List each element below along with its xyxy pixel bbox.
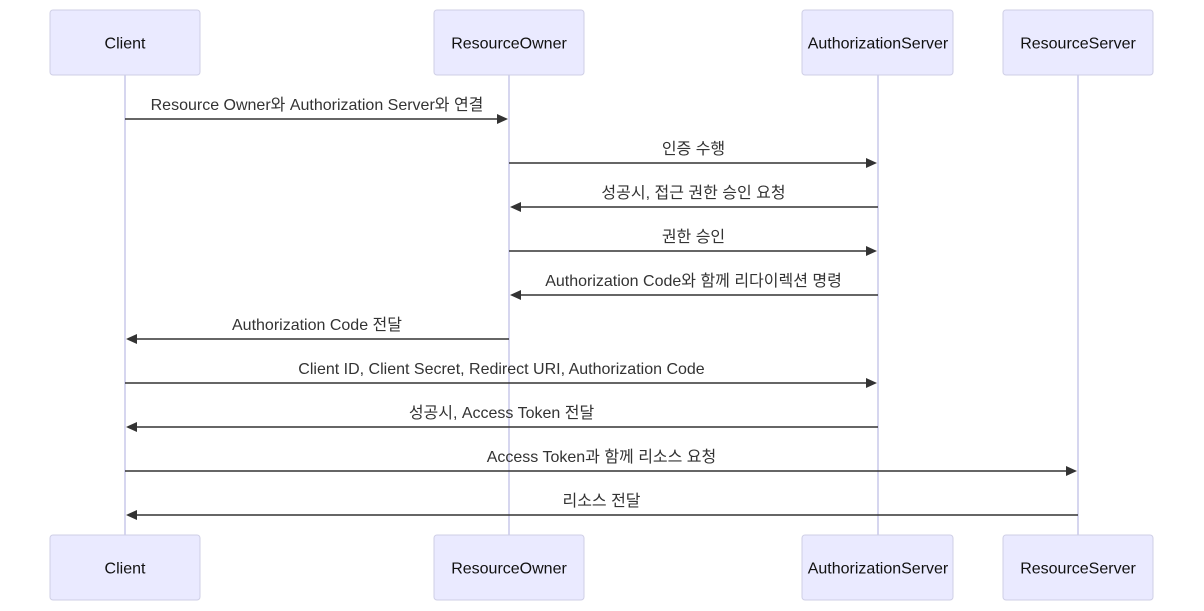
participant-box — [801, 534, 954, 601]
participant-auth-top: AuthorizationServer — [801, 9, 954, 76]
arrowhead-icon — [866, 378, 877, 388]
participant-label: Client — [105, 561, 146, 578]
participant-box — [433, 534, 585, 601]
arrowhead-icon — [126, 334, 137, 344]
lifelines — [124, 75, 1079, 535]
participant-box — [49, 9, 201, 76]
participant-resource-bottom: ResourceServer — [1002, 534, 1154, 601]
participant-box — [433, 9, 585, 76]
messages: Resource Owner와 Authorization Server와 연결… — [125, 96, 1078, 520]
message-label: Authorization Code와 함께 리다이렉션 명령 — [545, 272, 842, 290]
arrowhead-icon — [510, 290, 521, 300]
message-10: 리소스 전달 — [126, 492, 1078, 520]
participant-box — [1002, 9, 1154, 76]
message-6: Authorization Code 전달 — [126, 316, 509, 344]
participant-label: Client — [105, 36, 146, 53]
arrowhead-icon — [497, 114, 508, 124]
arrowhead-icon — [1066, 466, 1077, 476]
message-label: Client ID, Client Secret, Redirect URI, … — [298, 361, 705, 378]
participants-bottom: Client ResourceOwner AuthorizationServer Re… — [49, 534, 1154, 601]
participant-label: ResourceOwner — [451, 36, 567, 53]
participant-resource-top: ResourceServer — [1002, 9, 1154, 76]
message-label: Access Token과 함께 리소스 요청 — [487, 448, 717, 466]
participants-top: Client ResourceOwner AuthorizationServer Re… — [49, 9, 1154, 76]
participant-box — [1002, 534, 1154, 601]
message-4: 권한 승인 — [509, 228, 877, 256]
message-3: 성공시, 접근 권한 승인 요청 — [510, 184, 878, 212]
message-label: 성공시, 접근 권한 승인 요청 — [601, 184, 785, 202]
participant-label: AuthorizationServer — [808, 36, 949, 53]
message-label: Authorization Code 전달 — [232, 316, 402, 334]
participant-box — [49, 534, 201, 601]
participant-label: AuthorizationServer — [808, 561, 949, 578]
message-7: Client ID, Client Secret, Redirect URI, … — [125, 361, 877, 388]
arrowhead-icon — [126, 422, 137, 432]
participant-box — [801, 9, 954, 76]
participant-label: ResourceServer — [1020, 36, 1136, 53]
participant-label: ResourceOwner — [451, 561, 567, 578]
message-1: Resource Owner와 Authorization Server와 연결 — [125, 96, 508, 124]
arrowhead-icon — [866, 158, 877, 168]
participant-owner-bottom: ResourceOwner — [433, 534, 585, 601]
arrowhead-icon — [510, 202, 521, 212]
participant-label: ResourceServer — [1020, 561, 1136, 578]
message-5: Authorization Code와 함께 리다이렉션 명령 — [510, 272, 878, 300]
arrowhead-icon — [866, 246, 877, 256]
message-label: 권한 승인 — [662, 228, 725, 246]
message-label: 인증 수행 — [662, 140, 725, 158]
participant-client-top: Client — [49, 9, 201, 76]
message-9: Access Token과 함께 리소스 요청 — [125, 448, 1077, 476]
message-8: 성공시, Access Token 전달 — [126, 404, 878, 432]
participant-auth-bottom: AuthorizationServer — [801, 534, 954, 601]
message-label: 리소스 전달 — [562, 492, 640, 510]
participant-owner-top: ResourceOwner — [433, 9, 585, 76]
message-2: 인증 수행 — [509, 140, 877, 168]
message-label: 성공시, Access Token 전달 — [409, 404, 595, 422]
participant-client-bottom: Client — [49, 534, 201, 601]
arrowhead-icon — [126, 510, 137, 520]
message-label: Resource Owner와 Authorization Server와 연결 — [151, 96, 484, 114]
